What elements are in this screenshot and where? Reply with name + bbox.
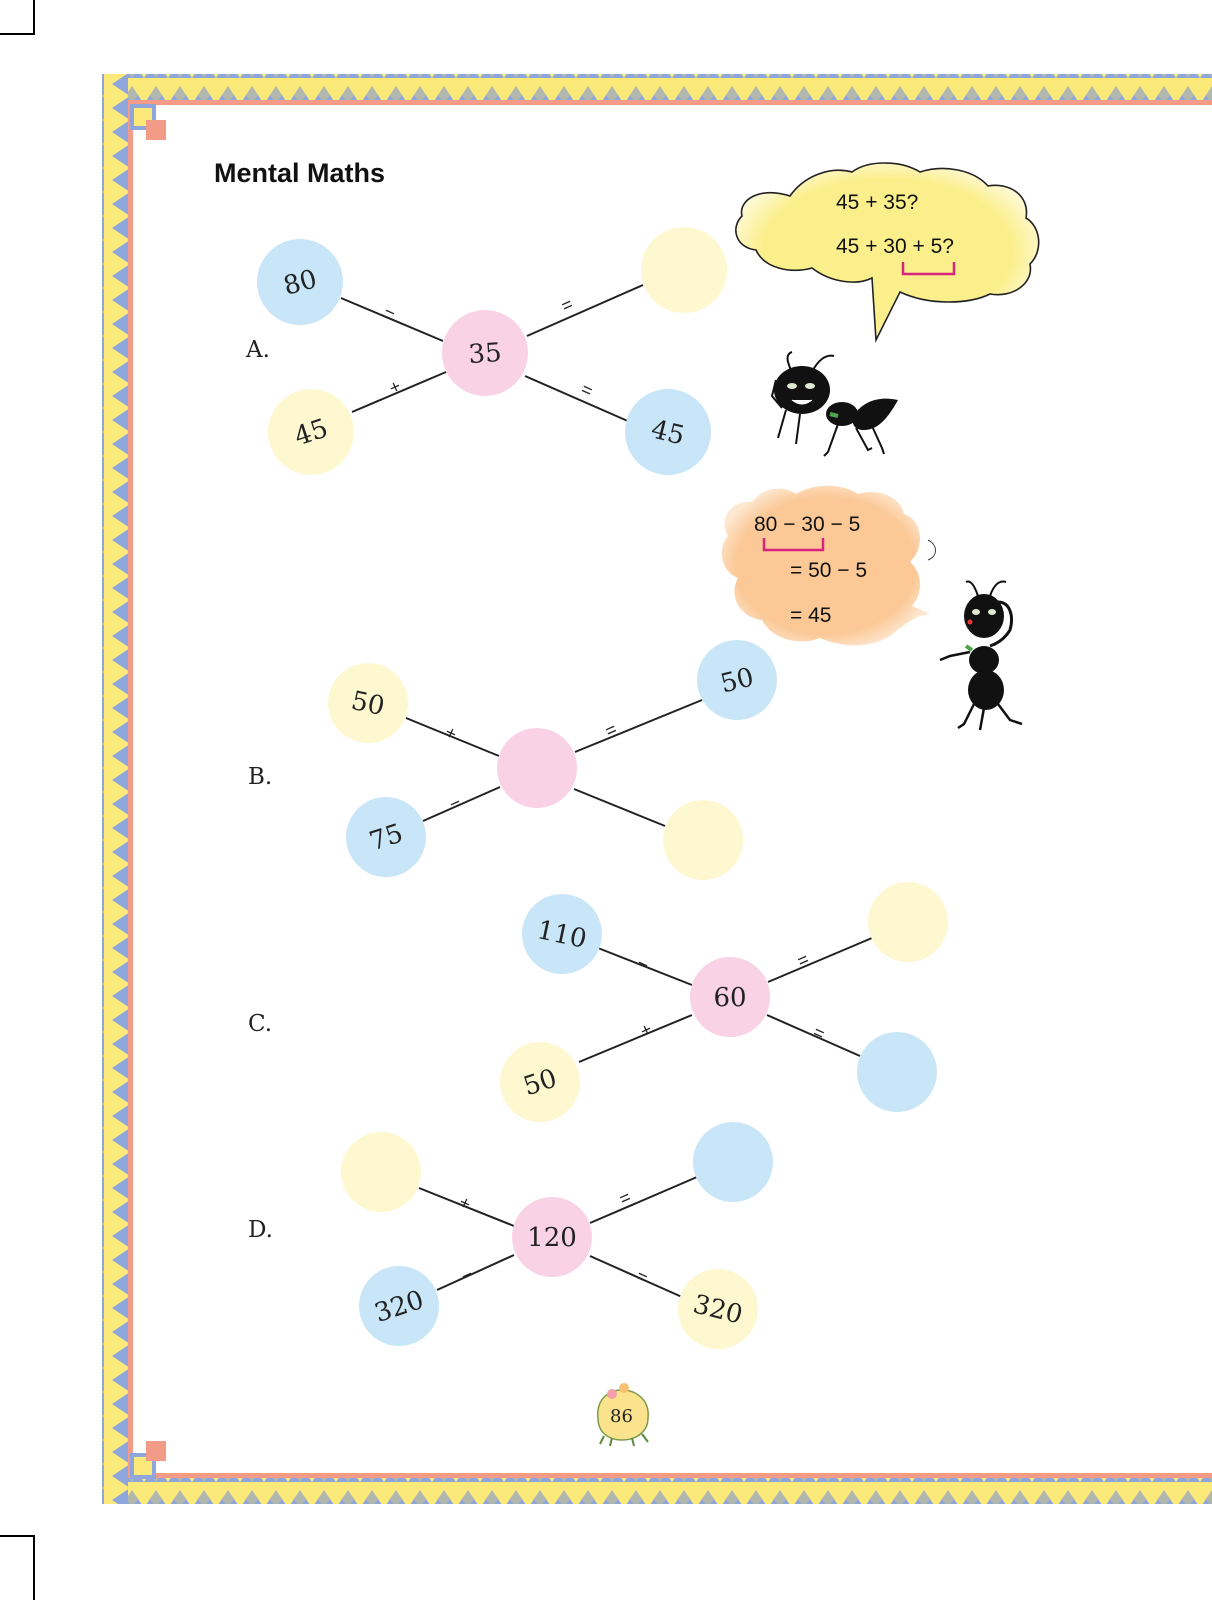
page-border: [102, 74, 1212, 1504]
hint-sub-line-1: 80 − 30 − 5: [754, 513, 860, 536]
page-number-badge-icon: 86: [597, 1383, 649, 1447]
connector-line: [340, 297, 444, 342]
center-circle: [512, 1197, 592, 1277]
op-bottom-left-operator: +: [386, 376, 404, 399]
op-top-left-operator: −: [381, 301, 399, 324]
top-right-circle[interactable]: [868, 882, 948, 962]
bottom-left-circle: [359, 1266, 439, 1346]
top-left-circle: [522, 894, 602, 974]
top-left-circle[interactable]: [341, 1132, 421, 1212]
bottom-left-circle: [500, 1042, 580, 1122]
hint-sub-line-3: = 45: [790, 604, 831, 627]
op-top-right-operator: =: [602, 719, 620, 742]
corner-ornament-top: [130, 104, 166, 140]
op-bottom-left-operator: +: [637, 1019, 655, 1042]
page-number: 86: [610, 1406, 633, 1427]
bottom-left-circle: [346, 797, 426, 877]
connector-line: [418, 1187, 515, 1227]
hint-sub-line-2: = 50 − 5: [790, 559, 867, 582]
page-title: Mental Maths: [214, 158, 385, 188]
problem-label: A.: [245, 337, 270, 363]
hint-add-line-1: 45 + 35?: [836, 191, 918, 214]
op-bottom-left-operator: −: [458, 1264, 476, 1287]
connector-line: [574, 699, 703, 753]
hint-add-line-2: 45 + 30 + 5?: [836, 235, 954, 258]
bottom-left-circle: [268, 389, 354, 475]
connector-line: [578, 1014, 693, 1063]
connector-line: [405, 717, 500, 757]
connector-line: [573, 788, 666, 827]
hint-cloud-addition: 45 + 35? 45 + 30 + 5?: [735, 162, 1040, 344]
top-left-value: 50: [348, 686, 387, 722]
connector-line: [351, 371, 447, 413]
crop-marks: [0, 0, 35, 1600]
center-value: 60: [713, 983, 746, 1013]
connector-line: [422, 786, 501, 822]
top-left-circle: [257, 239, 343, 325]
center-circle: [442, 310, 528, 396]
top-right-circle[interactable]: [641, 227, 727, 313]
connector-line: [526, 284, 644, 337]
bracket-icon: [901, 262, 956, 276]
connector-line: [766, 1014, 861, 1057]
bottom-right-circle: [678, 1269, 758, 1349]
center-circle[interactable]: [497, 728, 577, 808]
hint-cloud-subtraction: 80 − 30 − 5 = 50 − 5 = 45: [721, 485, 936, 646]
op-top-left-operator: −: [634, 953, 652, 976]
bottom-right-circle[interactable]: [663, 800, 743, 880]
connector-line: [436, 1254, 515, 1291]
top-left-circle: [328, 663, 408, 743]
op-top-right-operator: =: [616, 1187, 634, 1210]
center-value: 120: [527, 1223, 577, 1253]
top-right-circle: [697, 640, 777, 720]
center-value: 35: [468, 338, 503, 370]
op-bottom-left-operator: −: [446, 792, 464, 815]
connector-line: [524, 375, 631, 423]
problem-label: B.: [248, 764, 272, 790]
problem-label: C.: [248, 1011, 272, 1037]
connector-line: [589, 1255, 683, 1298]
ant-head-scratch-icon: [939, 580, 1023, 731]
op-top-left-operator: +: [456, 1192, 474, 1215]
problem-label: D.: [248, 1217, 273, 1243]
bottom-right-circle[interactable]: [857, 1032, 937, 1112]
connector-line: [767, 937, 873, 983]
op-bottom-right-operator: =: [578, 379, 596, 402]
connector-line: [589, 1176, 698, 1224]
center-circle: [690, 957, 770, 1037]
top-right-circle[interactable]: [693, 1122, 773, 1202]
connector-line: [597, 947, 693, 986]
bottom-right-circle: [625, 389, 711, 475]
op-top-right-operator: =: [794, 949, 812, 972]
ant-thinking-icon: [770, 351, 898, 457]
op-bottom-right-operator: =: [633, 1266, 651, 1289]
bracket-icon: [762, 538, 825, 552]
op-top-right-operator: =: [558, 294, 576, 317]
op-top-left-operator: +: [442, 722, 460, 745]
corner-ornament-bottom: [130, 1441, 166, 1479]
